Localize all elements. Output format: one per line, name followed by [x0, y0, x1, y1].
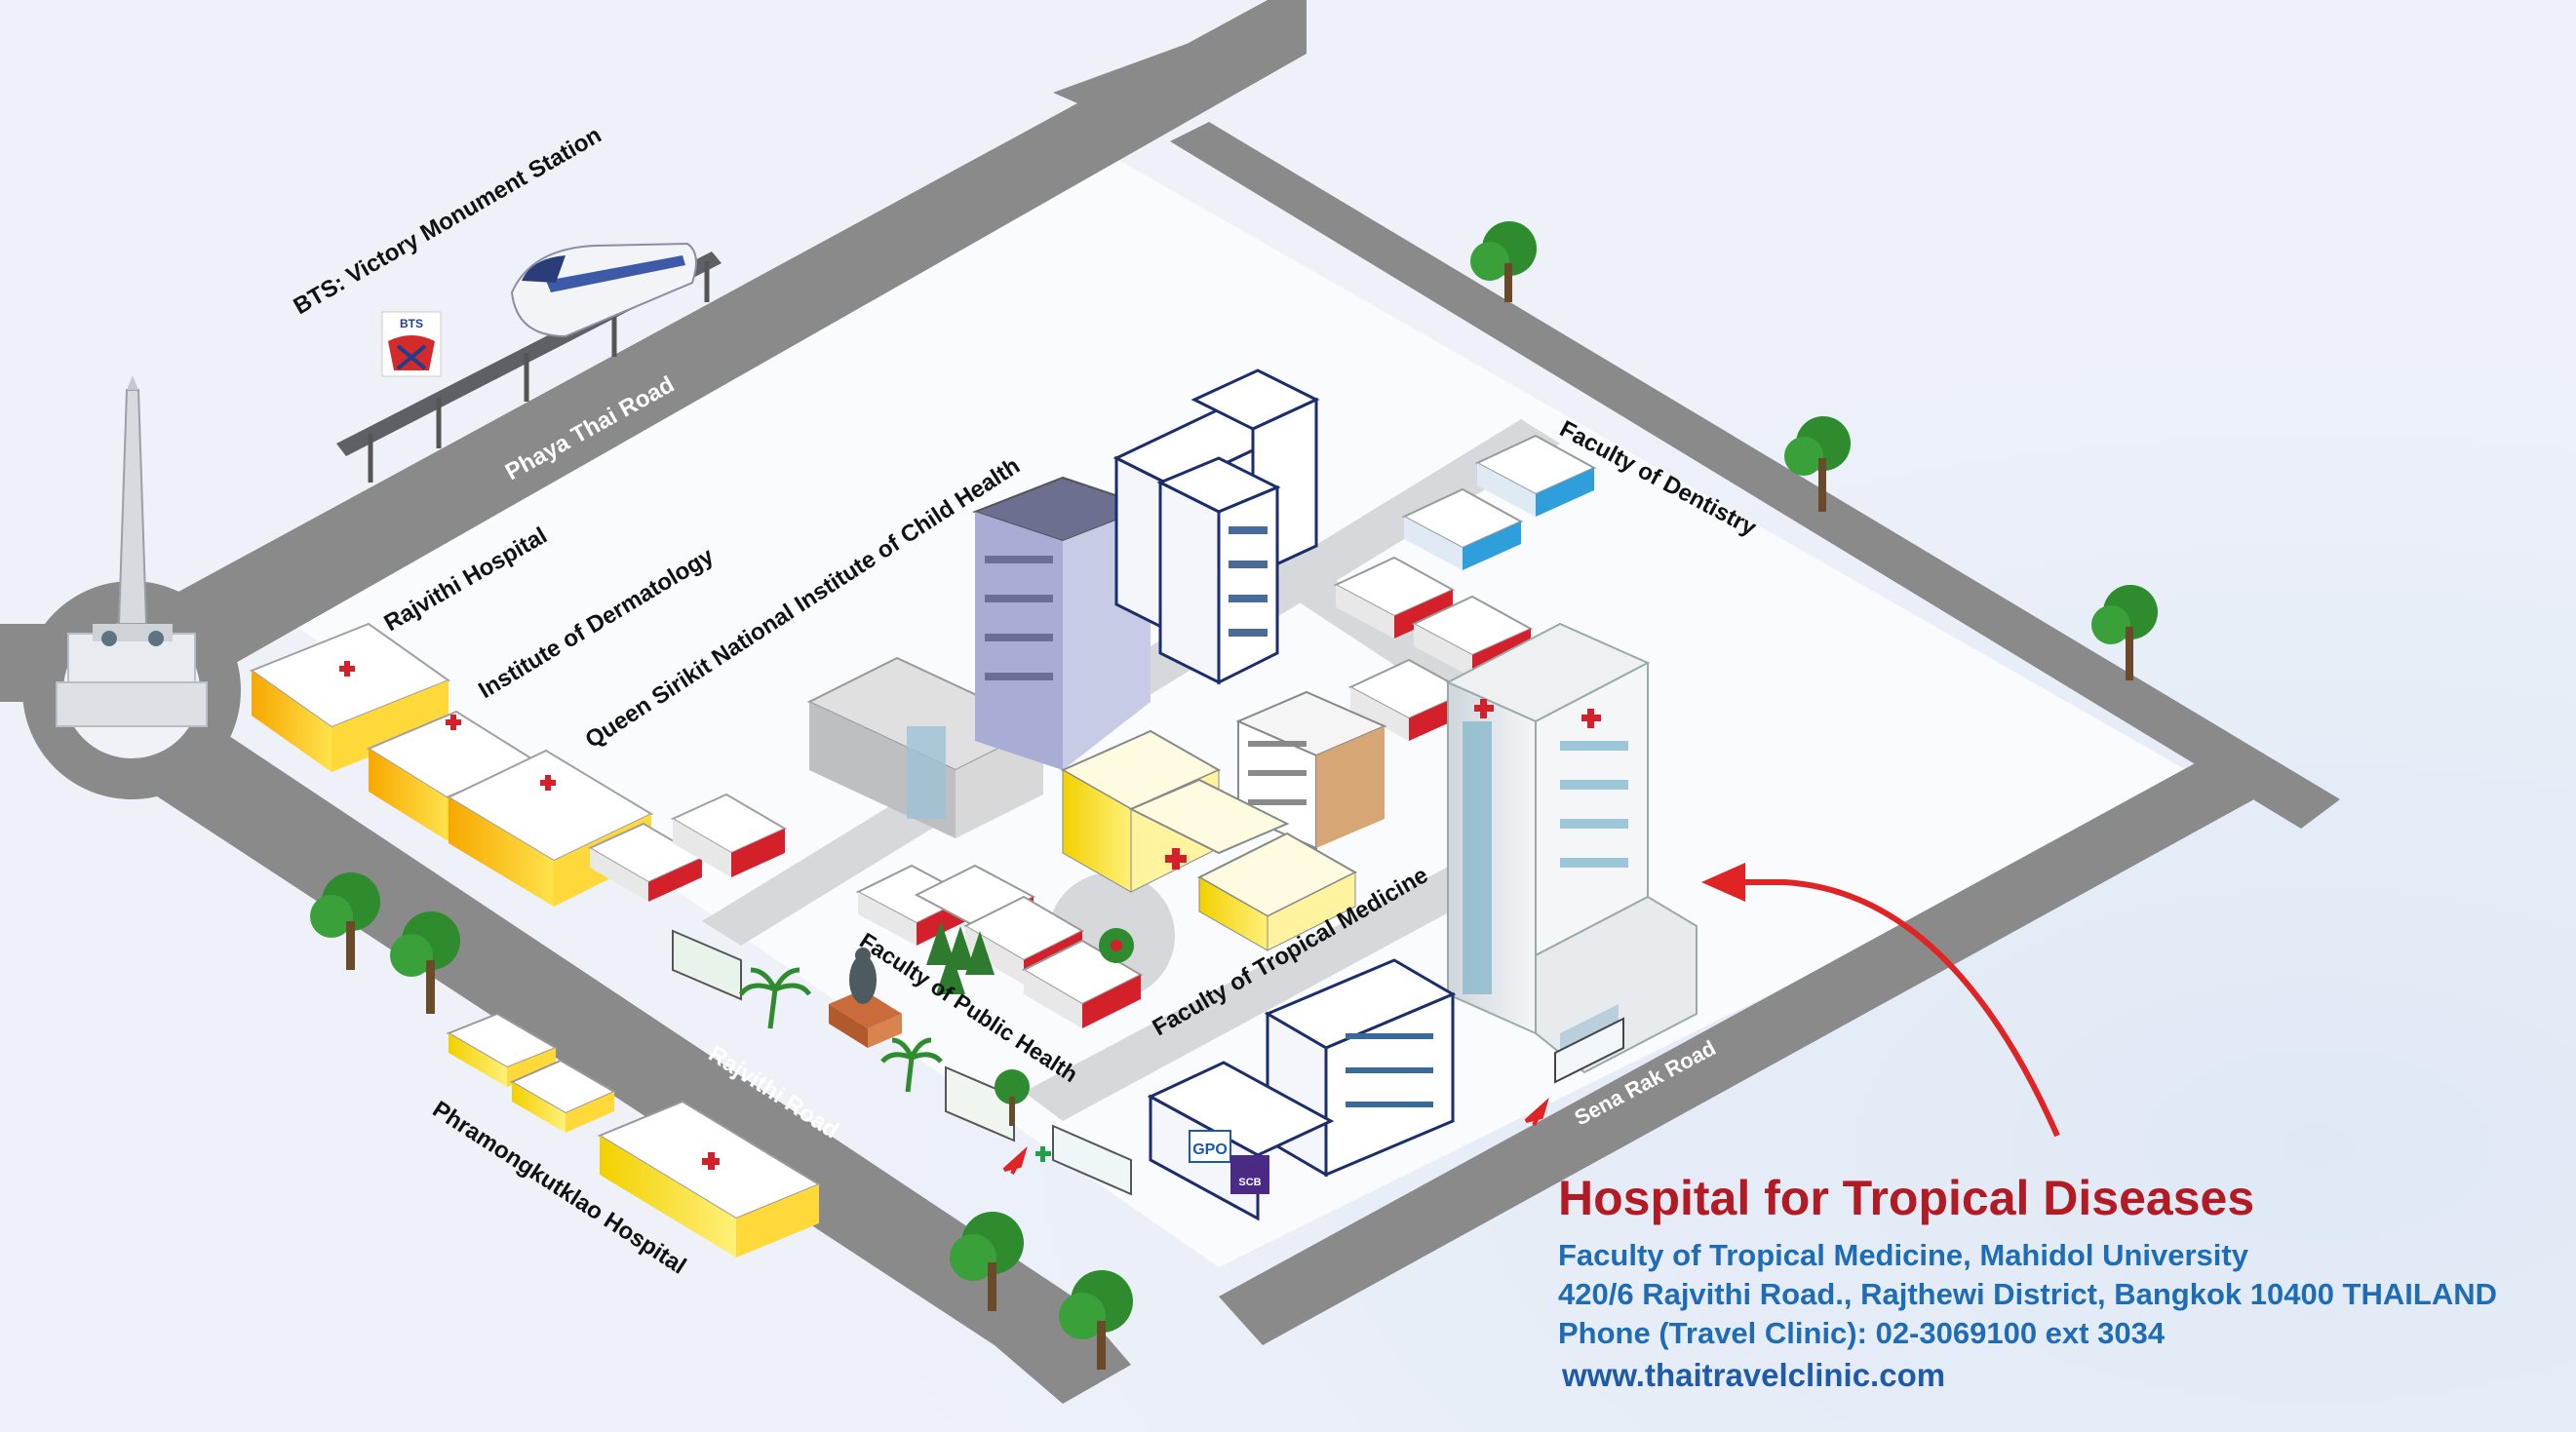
pine-trees	[926, 921, 995, 994]
hospital-title: Hospital for Tropical Diseases	[1558, 1171, 2255, 1225]
tree-icon	[950, 1212, 1024, 1311]
gpo-logo-text: GPO	[1192, 1142, 1228, 1158]
dentistry-buildings	[1333, 434, 1597, 741]
gpo-scb-building: GPO SCB	[1147, 958, 1457, 1221]
tropical-diseases-tower	[1445, 622, 1698, 1074]
white-faculty-blocks	[1112, 368, 1320, 685]
tree-icon	[995, 1069, 1030, 1126]
scb-logo-icon: SCB	[1230, 1155, 1269, 1194]
hospital-cross-icon	[1035, 1146, 1051, 1162]
tree-icon	[390, 911, 460, 1014]
pointer-arrow-icon	[1002, 1097, 1549, 1175]
public-health-buildings	[855, 864, 1144, 1028]
hospital-cross-icon	[339, 661, 355, 677]
child-health-annex	[587, 793, 788, 902]
north-road	[1053, 0, 1307, 127]
sena-rak-road	[1219, 751, 2272, 1345]
scb-logo-text: SCB	[1238, 1177, 1261, 1188]
tropical-medicine-complex	[1060, 729, 1358, 951]
main-pointer-arrow	[1701, 863, 2060, 1138]
website-link[interactable]: www.thaitravelclinic.com	[1562, 1357, 1946, 1393]
phone-number: 02-3069100 ext 3034	[1875, 1316, 2166, 1350]
trees	[310, 221, 2158, 1370]
brick-building	[1235, 690, 1387, 850]
phone-label: Phone (Travel Clinic):	[1558, 1316, 1867, 1350]
bts-train-icon	[510, 242, 697, 338]
hospital-cross-icon	[1581, 709, 1601, 728]
phaya-thai-road	[146, 0, 1307, 687]
hospital-cross-icon	[1165, 848, 1187, 870]
hospital-cross-icon	[446, 715, 461, 730]
tree-icon	[1099, 928, 1134, 963]
palm-icon	[880, 1037, 943, 1093]
phramongkutklao-building	[446, 1012, 822, 1258]
statue-icon	[829, 948, 902, 1048]
tall-lilac-building	[972, 476, 1153, 770]
gpo-logo-icon: GPO	[1189, 1130, 1231, 1163]
tree-icon	[2091, 585, 2158, 680]
tree-icon	[1470, 221, 1537, 302]
northeast-road	[1170, 122, 2340, 829]
bts-logo-icon: BTS	[381, 311, 442, 377]
hospital-info-panel: Hospital for Tropical Diseases Faculty o…	[1558, 1170, 2572, 1396]
phone-line: Phone (Travel Clinic): 02-3069100 ext 30…	[1558, 1314, 2572, 1353]
hospital-cross-icon	[540, 775, 556, 791]
hospital-cross-icon	[702, 1152, 720, 1170]
faculty-line: Faculty of Tropical Medicine, Mahidol Un…	[1558, 1238, 2248, 1272]
tree-icon	[1059, 1270, 1133, 1370]
bts-logo-text: BTS	[400, 317, 423, 330]
campus-ground	[293, 156, 2204, 1267]
campus-signs	[672, 929, 1132, 1196]
victory-monument-icon	[56, 375, 208, 727]
tree-icon	[1784, 416, 1851, 512]
address-line: 420/6 Rajvithi Road., Rajthewi District,…	[1558, 1277, 2497, 1311]
hospital-sign	[1554, 1017, 1624, 1084]
hospital-cross-icon	[1474, 699, 1494, 718]
palm-icon	[738, 967, 812, 1029]
tree-icon	[310, 872, 380, 970]
rajvithi-hospital-building	[249, 622, 451, 772]
